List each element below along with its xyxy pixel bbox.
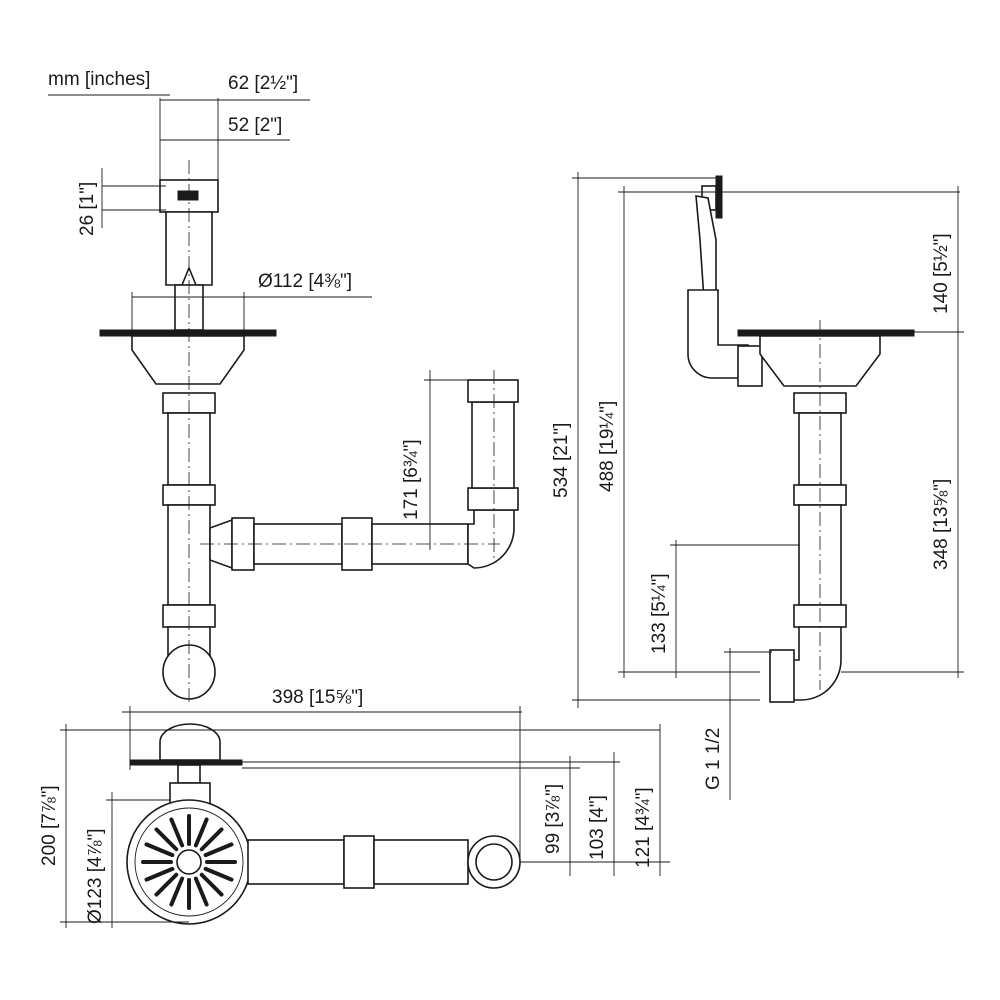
thread-label: G 1 1/2	[703, 727, 724, 790]
front-view	[48, 94, 519, 705]
dim-398-label: 398 [15⅝"]	[272, 687, 364, 708]
overflow-slot	[177, 190, 199, 201]
side-outlet-bend	[789, 626, 842, 701]
strainer-basket	[131, 335, 245, 385]
dim-200-label: 200 [7⅞"]	[39, 785, 60, 866]
dim-121-label: 121 [4¾"]	[633, 787, 654, 868]
overflow-plate-side	[715, 175, 723, 219]
top-pipe-nut	[343, 835, 375, 889]
overflow-connector	[737, 345, 763, 387]
top-pipe	[247, 839, 345, 885]
strainer-basket-side	[759, 335, 881, 387]
top-view	[60, 706, 670, 928]
strainer-slot	[144, 866, 175, 882]
dim-103-label: 103 [4"]	[587, 795, 608, 860]
side-view	[572, 172, 964, 800]
strainer-slot	[199, 872, 224, 897]
dim-123-label: Ø123 [4⅞"]	[85, 828, 106, 924]
units-label: mm [inches]	[48, 69, 151, 90]
dim-140-label: 140 [5½"]	[931, 233, 952, 314]
riser-nut-upper	[467, 379, 519, 403]
sink-plate	[99, 329, 277, 337]
dim-488-label: 488 [19¼"]	[597, 400, 618, 492]
strainer-slot	[144, 842, 175, 858]
overflow-body	[165, 211, 213, 286]
strainer-slot	[193, 817, 209, 848]
dim-62-label: 62 [2½"]	[228, 73, 299, 94]
top-overflow-head	[159, 723, 221, 761]
strainer-slot	[154, 827, 179, 852]
dim-52-label: 52 [2"]	[228, 115, 283, 136]
top-pipe-2	[373, 839, 469, 885]
sink-plate-side	[737, 329, 915, 337]
riser-pipe	[471, 401, 515, 489]
top-riser-inner	[475, 843, 513, 881]
dim-112-label: Ø112 [4⅜"]	[258, 271, 353, 292]
strainer-slot	[154, 872, 179, 897]
dim-534-label: 534 [21"]	[551, 422, 572, 498]
dim-171-label: 171 [6¾"]	[401, 439, 422, 520]
riser-nut-lower	[467, 487, 519, 511]
overflow-hose-lower	[687, 289, 749, 379]
overflow-hose-upper	[695, 195, 717, 301]
side-outlet-thread	[769, 649, 795, 703]
strainer-center	[176, 849, 202, 875]
dim-133-label: 133 [5¼"]	[649, 573, 670, 654]
strainer-slot	[199, 827, 224, 852]
strainer-slot	[169, 817, 185, 848]
strainer-rim	[134, 807, 244, 917]
strainer-slot	[193, 876, 209, 907]
strainer-slot	[169, 876, 185, 907]
strainer-slots	[141, 814, 237, 910]
dim-348-label: 348 [13⅝"]	[931, 478, 952, 570]
strainer-slot	[203, 866, 234, 882]
top-overflow-neck	[177, 764, 201, 784]
strainer-slot	[203, 842, 234, 858]
dim-26-label: 26 [1"]	[77, 181, 98, 236]
elbow	[467, 509, 515, 569]
dim-99-label: 99 [3⅞"]	[543, 783, 564, 854]
